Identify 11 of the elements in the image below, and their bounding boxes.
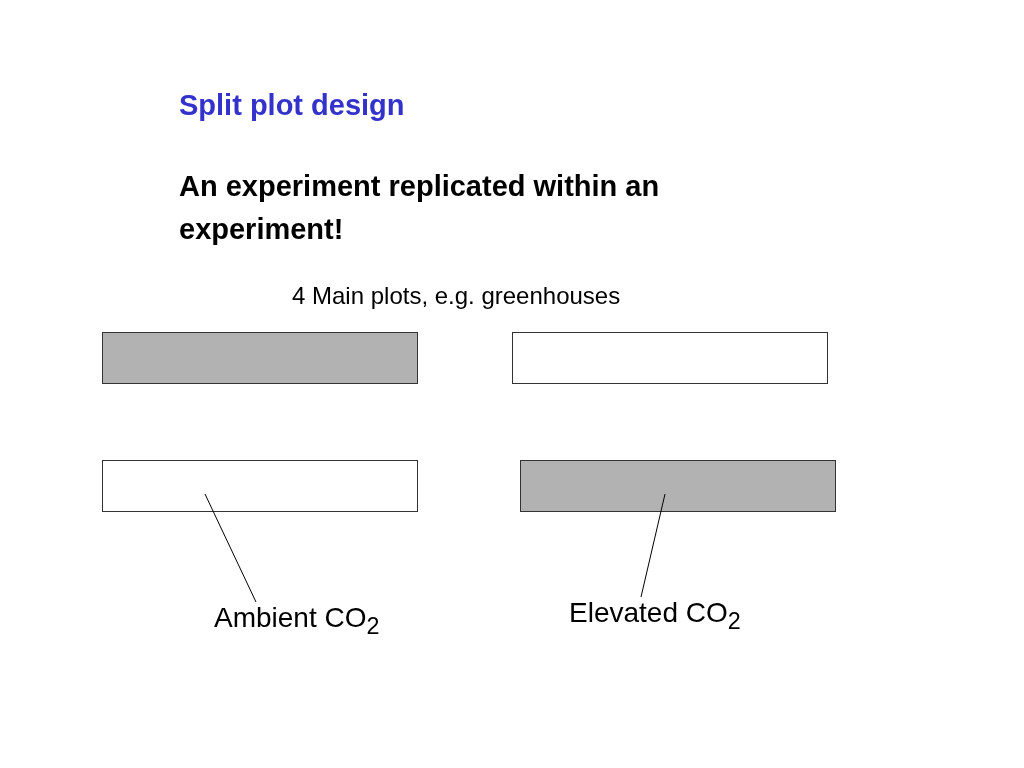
leader-line [640,493,666,598]
plot-box [520,460,836,512]
slide-title: Split plot design [179,89,405,122]
leader-line [204,493,257,603]
annotation-text: 4 Main plots, e.g. greenhouses [292,282,621,310]
plot-box [512,332,828,384]
plot-box [102,332,418,384]
plot-box [102,460,418,512]
treatment-label: Elevated CO$_{2}$ [569,597,741,635]
subtitle-text: An experiment replicated within an experiment! [179,169,661,247]
treatment-label: Ambient CO$_{2}$ [214,602,380,640]
